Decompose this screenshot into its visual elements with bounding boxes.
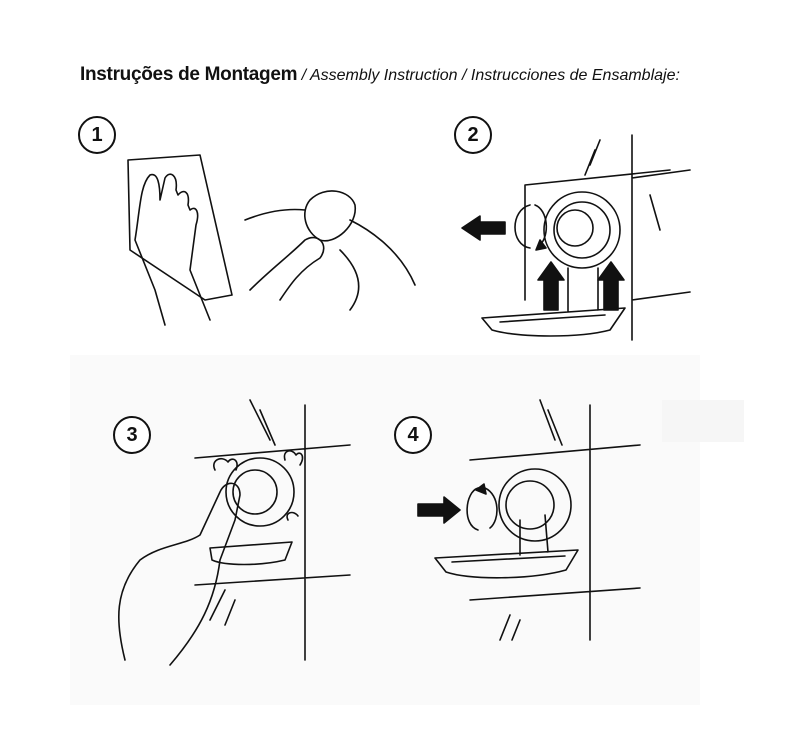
cloth-icon [127, 154, 233, 301]
title-portuguese: Instruções de Montagem [80, 64, 298, 85]
step-4-illustration [417, 399, 641, 641]
step-4-number: 4 [394, 416, 432, 454]
hands-icon [244, 208, 416, 311]
step-1-illustration [127, 154, 416, 326]
background-patch [662, 400, 744, 442]
step-2-number: 2 [454, 116, 492, 154]
rotate-icon [466, 487, 498, 531]
right-arrow-icon [417, 496, 461, 524]
soap-dish-icon [209, 541, 293, 566]
page-title: Instruções de Montagem / Assembly Instru… [80, 64, 680, 86]
suction-cup-icon [543, 191, 621, 269]
left-arrow-icon [461, 215, 506, 241]
tile-grid [194, 399, 351, 661]
air-puff-icon [286, 511, 299, 521]
title-separator: / [457, 67, 471, 84]
up-arrow-icon [537, 261, 565, 311]
step-3-number: 3 [113, 416, 151, 454]
step-2-illustration [461, 134, 691, 341]
suction-cup-icon [498, 468, 572, 542]
step-1-number: 1 [78, 116, 116, 154]
suction-cup-icon [225, 457, 295, 527]
step-3-illustration [117, 399, 351, 666]
title-spanish: Instrucciones de Ensamblaje: [470, 67, 680, 84]
background-panel [70, 355, 700, 705]
cup-icon [304, 190, 356, 242]
title-separator: / [297, 67, 310, 84]
tile-grid [469, 399, 641, 641]
tile-grid [524, 134, 691, 341]
up-arrow-icon [597, 261, 625, 311]
title-english: Assembly Instruction [309, 67, 458, 84]
air-puff-icon [213, 458, 238, 471]
hand-icon [134, 173, 211, 326]
hand-pressing-icon [117, 482, 241, 666]
soap-dish-icon [481, 267, 626, 337]
air-puff-icon [283, 450, 304, 466]
soap-dish-icon [434, 514, 579, 579]
